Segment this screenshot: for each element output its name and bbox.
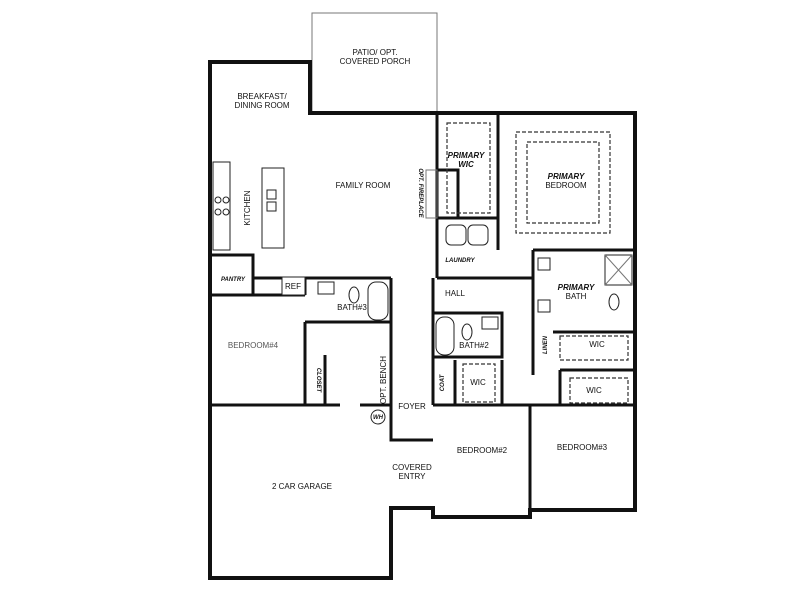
bedroom2-label: BEDROOM#2 [457, 446, 508, 455]
foyer-label: FOYER [398, 402, 426, 411]
kitchen-label: KITCHEN [243, 190, 252, 225]
garage-label: 2 CAR GARAGE [272, 482, 332, 491]
ref-label: REF [285, 282, 301, 291]
linen-label: LINEN [543, 335, 549, 354]
laundry-label: LAUNDRY [445, 258, 475, 264]
primary-bedroom-label-line2: BEDROOM [545, 181, 587, 190]
covered-entry-label-line2: ENTRY [399, 472, 427, 481]
bedroom2-wic-label: WIC [470, 378, 486, 387]
interior-walls [210, 113, 635, 510]
fireplace-label: OPT. FIREPLACE [417, 168, 423, 218]
primary-bath-label-line2: BATH [566, 292, 587, 301]
patio-label-line2: COVERED PORCH [340, 57, 411, 66]
closet-label: CLOSET [315, 368, 321, 394]
hall-label: HALL [445, 289, 466, 298]
primary-wic-label-line1: PRIMARY [448, 151, 485, 160]
bath3-label: BATH#3 [337, 303, 367, 312]
bedroom3-label: BEDROOM#3 [557, 443, 608, 452]
bench-label: OPT. BENCH [379, 356, 388, 404]
breakfast-label-line2: DINING ROOM [234, 101, 289, 110]
covered-entry-label-line1: COVERED [392, 463, 432, 472]
fixtures [212, 122, 633, 425]
coat-label: COAT [440, 373, 446, 391]
bedroom4-label: BEDROOM#4 [228, 341, 279, 350]
bath2-label: BATH#2 [459, 341, 489, 350]
primary-bedroom-label-line1: PRIMARY [548, 172, 585, 181]
bedroom3-wic-label: WIC [586, 386, 602, 395]
primary-bath-label-line1: PRIMARY [558, 283, 595, 292]
water-heater-label: WH [373, 415, 384, 421]
breakfast-label-line1: BREAKFAST/ [237, 92, 287, 101]
patio-label-line1: PATIO/ OPT. [352, 48, 397, 57]
exterior-walls [208, 60, 637, 580]
primary-bath-wic-label: WIC [589, 340, 605, 349]
family-room-label: FAMILY ROOM [336, 181, 391, 190]
pantry-label: PANTRY [221, 277, 246, 283]
primary-wic-label-line2: WIC [458, 160, 474, 169]
